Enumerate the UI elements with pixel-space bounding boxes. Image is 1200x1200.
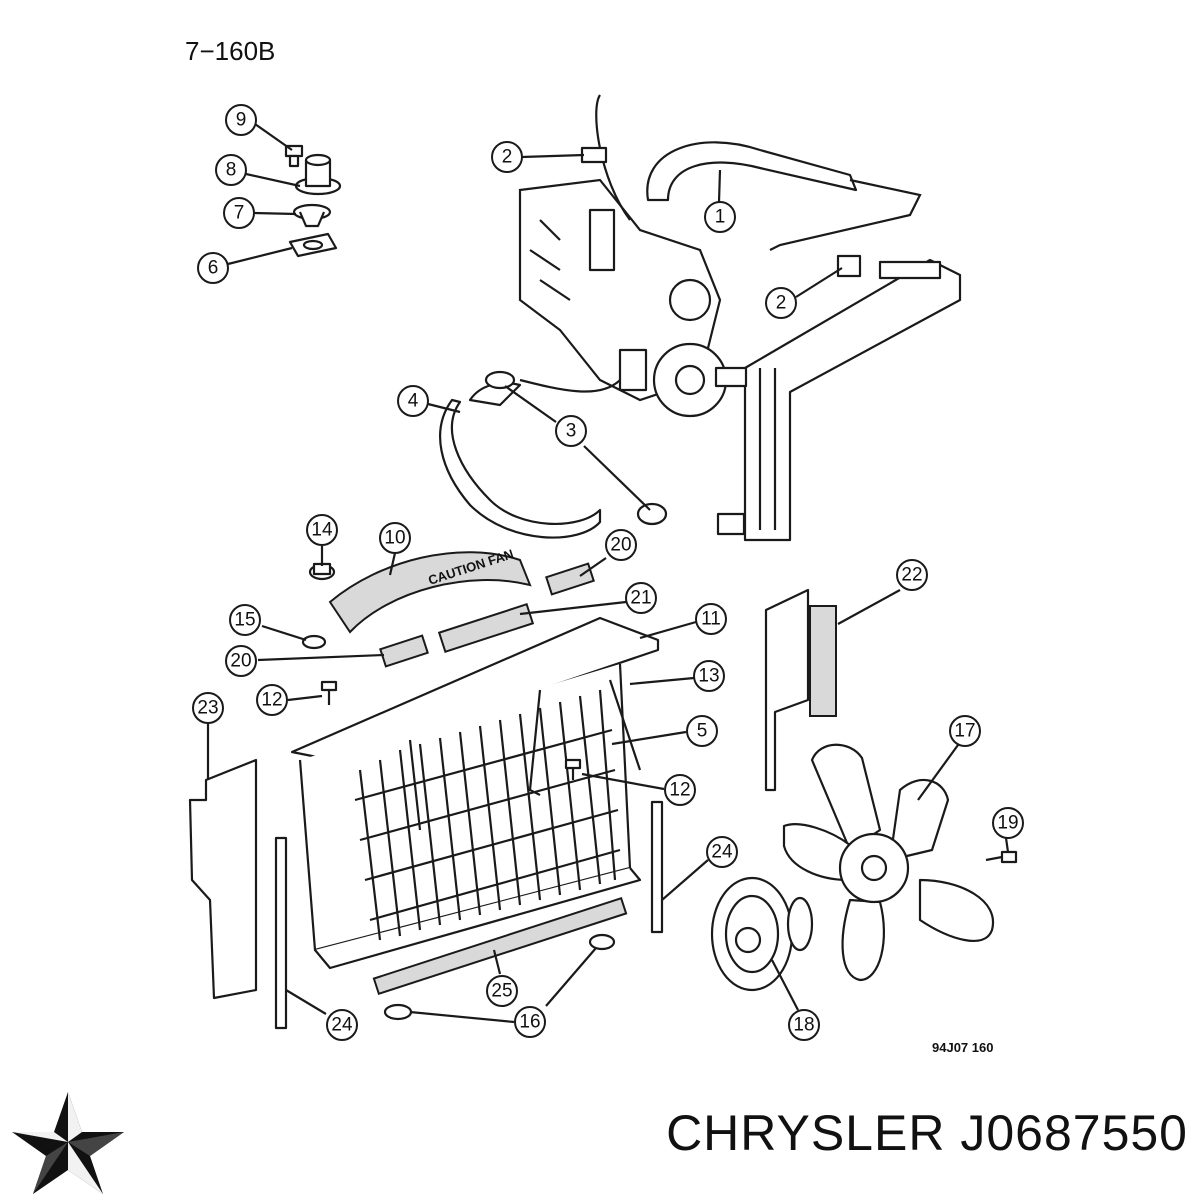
svg-text:21: 21: [630, 588, 651, 609]
edge-seal-right: [650, 800, 664, 934]
callout-12-upper: 12: [256, 684, 288, 716]
callout-22: 22: [896, 559, 928, 591]
side-air-seal-right: [764, 588, 837, 792]
callout-18: 18: [788, 1009, 820, 1041]
svg-text:5: 5: [697, 721, 708, 742]
callout-4: 4: [397, 385, 429, 417]
callout-14: 14: [306, 514, 338, 546]
callout-2-radiator: 2: [765, 287, 797, 319]
radiator: [714, 258, 962, 542]
svg-text:4: 4: [408, 391, 419, 412]
svg-text:24: 24: [331, 1015, 353, 1036]
hose-clamp-lower-b: [636, 502, 668, 526]
callout-10: 10: [379, 522, 411, 554]
leader-lines: [206, 123, 1010, 1024]
callout-21: 21: [625, 582, 657, 614]
bolt-12-lower: [564, 758, 582, 780]
thermostat-gasket: [288, 232, 338, 258]
cooling-fan: [782, 743, 995, 982]
hose-clamp-radiator: [836, 254, 862, 278]
svg-text:20: 20: [610, 535, 631, 556]
radiator-cap: [308, 562, 336, 581]
callout-6: 6: [197, 252, 229, 284]
callout-8: 8: [215, 154, 247, 186]
svg-text:18: 18: [793, 1015, 814, 1036]
svg-text:6: 6: [208, 258, 219, 279]
callout-5: 5: [686, 715, 718, 747]
figure-code: 94J07 160: [932, 1040, 993, 1055]
side-air-seal-left: [188, 758, 258, 1000]
callout-1: 1: [704, 201, 736, 233]
callout-7: 7: [223, 197, 255, 229]
svg-text:1: 1: [715, 207, 726, 228]
bolt-12-upper: [320, 680, 338, 705]
svg-text:2: 2: [776, 293, 787, 314]
svg-text:9: 9: [236, 110, 247, 131]
drawing-code: 7−160B: [185, 36, 275, 66]
caution-fan-label: CAUTION FAN: [328, 546, 532, 634]
svg-text:10: 10: [384, 528, 405, 549]
svg-text:8: 8: [226, 160, 237, 181]
thermostat-bolt: [284, 144, 304, 168]
edge-seal-left: [274, 836, 288, 1030]
upper-radiator-hose: [646, 141, 858, 202]
chrysler-pentastar-icon: [12, 1092, 124, 1194]
lower-radiator-hose: [439, 398, 602, 539]
callout-3: 3: [555, 415, 587, 447]
svg-text:14: 14: [311, 520, 333, 541]
svg-text:12: 12: [261, 690, 282, 711]
svg-text:16: 16: [519, 1012, 540, 1033]
callout-17: 17: [949, 715, 981, 747]
callout-23: 23: [192, 692, 224, 724]
grommet-20-upper: [545, 562, 595, 596]
grommet-21: [437, 603, 535, 653]
fan-clutch: [710, 876, 814, 992]
nut-15: [301, 634, 327, 650]
callout-13: 13: [693, 660, 725, 692]
callout-20-upper: 20: [605, 529, 637, 561]
svg-text:20: 20: [230, 651, 251, 672]
grommet-20-lower: [379, 634, 429, 668]
svg-text:13: 13: [698, 666, 719, 687]
pad-16-right: [588, 933, 616, 951]
callout-12-lower: 12: [664, 774, 696, 806]
svg-text:25: 25: [491, 981, 512, 1002]
svg-text:7: 7: [234, 203, 245, 224]
callout-24-right: 24: [706, 836, 738, 868]
thermostat-housing: [294, 153, 342, 196]
callout-16: 16: [514, 1006, 546, 1038]
callout-11: 11: [695, 603, 727, 635]
svg-text:17: 17: [954, 721, 975, 742]
callout-24-left: 24: [326, 1009, 358, 1041]
fan-bolt: [985, 850, 1018, 864]
callout-9: 9: [225, 104, 257, 136]
svg-text:3: 3: [566, 421, 577, 442]
engine-front: [518, 178, 728, 418]
svg-text:12: 12: [669, 780, 690, 801]
callout-2-upper: 2: [491, 141, 523, 173]
brand-part-label: CHRYSLER J0687550: [666, 1105, 1188, 1161]
mounting-brackets: [408, 679, 642, 831]
lower-seal: [372, 896, 628, 996]
svg-text:24: 24: [711, 842, 733, 863]
callout-15: 15: [229, 604, 261, 636]
hose-clamp-upper: [580, 146, 608, 164]
pad-16-left: [383, 1003, 413, 1021]
svg-text:23: 23: [197, 698, 218, 719]
callout-19: 19: [992, 807, 1024, 839]
callout-20-lower: 20: [225, 645, 257, 677]
fan-shroud: [290, 616, 660, 970]
svg-text:22: 22: [901, 565, 922, 586]
hose-clamp-lower-a: [484, 370, 516, 390]
svg-text:2: 2: [502, 147, 513, 168]
svg-text:11: 11: [701, 609, 721, 630]
callout-25: 25: [486, 975, 518, 1007]
svg-text:19: 19: [997, 813, 1018, 834]
condenser-core: [354, 689, 621, 941]
thermostat: [292, 203, 332, 228]
svg-text:15: 15: [234, 610, 255, 631]
